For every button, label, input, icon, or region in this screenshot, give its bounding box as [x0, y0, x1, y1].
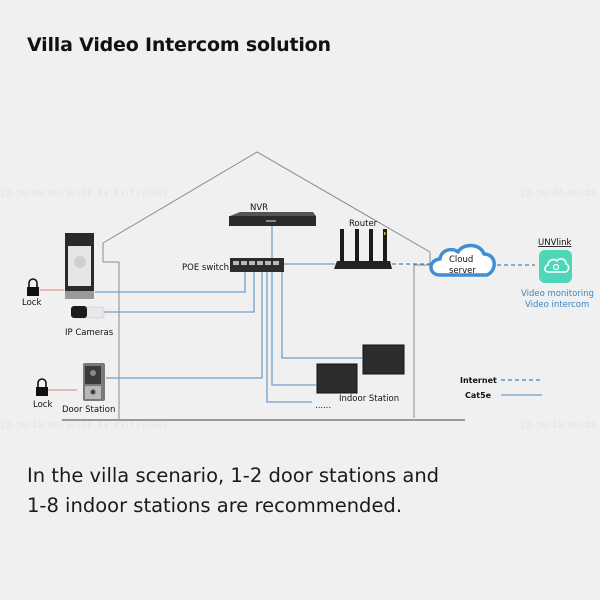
nvr-label: NVR: [250, 203, 268, 213]
legend-internet-label: Internet: [460, 376, 497, 385]
watermark: 13:58:10:00:40: [520, 421, 596, 431]
cloud-label-line2: server: [449, 266, 476, 276]
page-title: Villa Video Intercom solution: [27, 34, 331, 56]
caption-line-2: 1-8 indoor stations are recommended.: [27, 494, 403, 517]
door-station-label: Door Station: [62, 405, 115, 415]
poe-switch-device[interactable]: POE switch: [182, 258, 284, 273]
cable-switch-more: [266, 272, 312, 403]
cable-switch-camera: [100, 272, 255, 313]
more-indoor-stations: ......: [315, 401, 331, 411]
ip-cameras-label: IP Cameras: [65, 328, 114, 338]
internet-links: [392, 263, 535, 266]
router-device[interactable]: Router: [334, 219, 392, 269]
ip-camera-device[interactable]: IP Cameras: [65, 306, 114, 338]
router-label: Router: [349, 219, 378, 229]
cable-switch-intercom: [95, 272, 246, 293]
legend: Internet Cat5e: [460, 376, 542, 400]
cable-switch-door-station: [106, 272, 263, 379]
watermark: 13:58:04:00:40: [520, 189, 596, 199]
indoor-station-label: Indoor Station: [339, 394, 399, 404]
lock-icon: [28, 278, 38, 287]
watermark: 13:58:00:00:3C:08:04:01:fv16S01: [0, 189, 168, 199]
cat5e-cables: [95, 226, 362, 403]
app-desc-line1: Video monitoring: [521, 289, 594, 299]
nvr-device[interactable]: NVR: [229, 203, 316, 226]
cloud-label-line1: Cloud: [449, 255, 473, 265]
caption-line-1: In the villa scenario, 1-2 door stations…: [27, 464, 440, 487]
house-outline: [62, 151, 465, 421]
lock-bottom: Lock: [33, 378, 52, 410]
unvlink-app[interactable]: UNVlink Video monitoring Video intercom: [521, 238, 594, 310]
cloud-icon: [429, 243, 496, 277]
lock-top: Lock: [22, 278, 41, 308]
indoor-station-1[interactable]: [316, 363, 358, 394]
door-station-device[interactable]: Door Station: [62, 363, 115, 415]
app-name: UNVlink: [538, 238, 572, 248]
legend-cat5e-label: Cat5e: [465, 391, 492, 400]
cable-switch-indoor-1: [271, 272, 316, 386]
lock-label: Lock: [33, 400, 52, 410]
cable-switch-indoor-2: [281, 272, 362, 359]
outdoor-intercom-panel[interactable]: [65, 233, 94, 299]
cloud-camera-icon: [544, 258, 570, 273]
app-icon: [539, 250, 572, 283]
app-desc-line2: Video intercom: [525, 300, 589, 310]
lock-label: Lock: [22, 298, 41, 308]
caption: In the villa scenario, 1-2 door stations…: [27, 461, 439, 521]
indoor-station-2[interactable]: [362, 344, 405, 375]
poe-switch-label: POE switch: [182, 263, 229, 273]
lock-icon: [37, 378, 47, 387]
lock-wires: [40, 289, 77, 391]
watermark: 13:58:10:00:3C:08:04:01:fv16S01: [0, 421, 168, 431]
cloud-server[interactable]: Cloud server: [429, 243, 496, 277]
